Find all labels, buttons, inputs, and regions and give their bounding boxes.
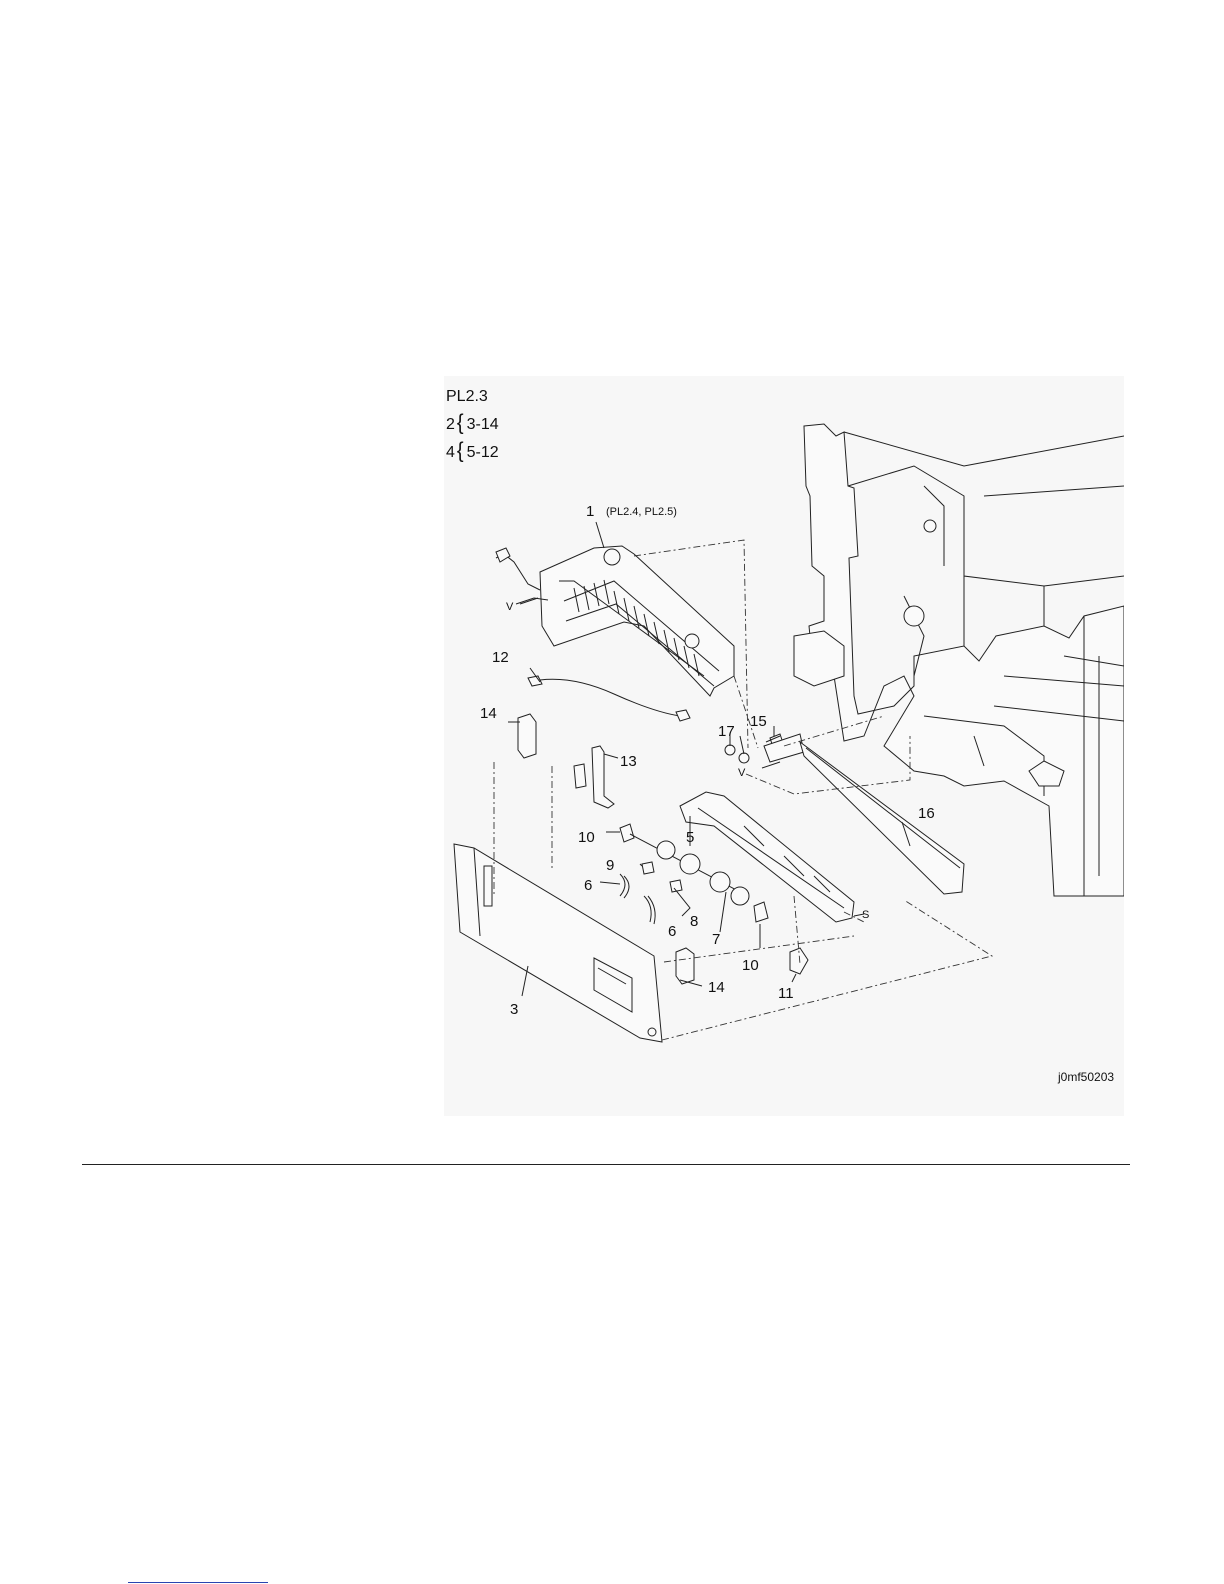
group-range: 5-12 — [467, 444, 499, 461]
plate-header: PL2.3 2{3-14 4{5-12 — [446, 384, 499, 466]
part-14-upper-bracket — [518, 714, 536, 758]
callout-1-note: (PL2.4, PL2.5) — [606, 506, 677, 518]
callout-9: 9 — [606, 857, 614, 874]
group-parent: 2 — [446, 416, 455, 433]
callout-15: 15 — [750, 713, 767, 730]
callout-12: 12 — [492, 649, 509, 666]
parts-diagram: 1 (PL2.4, PL2.5) 3 5 6 6 7 8 9 10 10 11 … — [444, 376, 1124, 1116]
callout-14: 14 — [708, 979, 725, 996]
brace-icon: { — [457, 437, 464, 466]
callout-8: 8 — [690, 913, 698, 930]
footer-link-underline[interactable] — [128, 1582, 268, 1583]
callout-11: 11 — [778, 985, 794, 1002]
callout-s: S — [862, 909, 869, 921]
callout-7: 7 — [712, 931, 720, 948]
callout-5: 5 — [686, 829, 694, 846]
callout-6: 6 — [668, 923, 676, 940]
group-range: 3-14 — [467, 416, 499, 433]
part-1-assembly — [496, 546, 734, 696]
part-13-bracket — [592, 746, 614, 808]
printer-frame — [794, 424, 1124, 896]
callout-1: 1 — [586, 503, 594, 520]
callout-10: 10 — [578, 829, 595, 846]
group-row: 2{3-14 — [446, 410, 499, 438]
group-parent: 4 — [446, 444, 455, 461]
callout-3: 3 — [510, 1001, 518, 1018]
part-5-frame — [680, 792, 854, 922]
callout-10: 10 — [742, 957, 759, 974]
exploded-view-drawing: 1 (PL2.4, PL2.5) 3 5 6 6 7 8 9 10 10 11 … — [444, 376, 1124, 1116]
part-17-screw — [725, 745, 735, 755]
plate-reference: PL2.3 — [446, 384, 499, 410]
figure-image-id: j0mf50203 — [1058, 1070, 1114, 1084]
part-3-cover-panel — [454, 844, 662, 1042]
brace-icon: { — [457, 409, 464, 438]
section-divider — [82, 1164, 1130, 1165]
part-14-lower-bracket — [676, 948, 694, 984]
callout-v: V — [506, 601, 514, 613]
callout-16: 16 — [918, 805, 935, 822]
group-row: 4{5-12 — [446, 438, 499, 466]
part-12-cable — [528, 676, 690, 721]
callout-17: 17 — [718, 723, 735, 740]
callout-v: V — [738, 767, 746, 779]
callout-14: 14 — [480, 705, 497, 722]
callout-6: 6 — [584, 877, 592, 894]
callout-13: 13 — [620, 753, 637, 770]
